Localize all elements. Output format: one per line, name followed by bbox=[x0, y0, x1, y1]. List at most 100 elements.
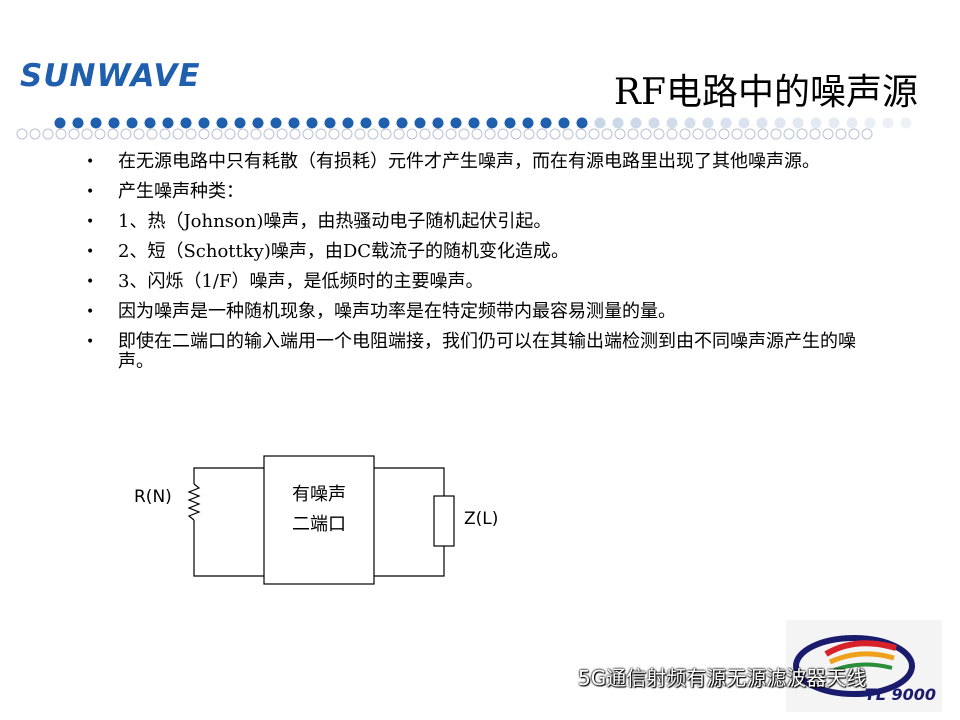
decorative-dot bbox=[702, 117, 714, 129]
bullet-list: •在无源电路中只有耗散（有损耗）元件才产生噪声，而在有源电路里出现了其他噪声源。… bbox=[80, 152, 880, 382]
decorative-circle bbox=[692, 128, 704, 140]
decorative-circle bbox=[666, 128, 678, 140]
decorative-circle bbox=[237, 128, 249, 140]
decorative-dot bbox=[324, 117, 336, 129]
bullet-text: 因为噪声是一种随机现象，噪声功率是在特定频带内最容易测量的量。 bbox=[118, 301, 676, 322]
decorative-circle bbox=[614, 128, 626, 140]
source-label: R(N) bbox=[134, 487, 172, 507]
decorative-dot bbox=[738, 117, 750, 129]
decorative-dot bbox=[720, 117, 732, 129]
decorative-circle bbox=[718, 128, 730, 140]
decorative-dot bbox=[648, 117, 660, 129]
decorative-circle bbox=[81, 128, 93, 140]
decorative-circle bbox=[198, 128, 210, 140]
decorative-dot bbox=[162, 117, 174, 129]
decorative-dot bbox=[144, 117, 156, 129]
decorative-circle bbox=[744, 128, 756, 140]
decorative-circle bbox=[146, 128, 158, 140]
decorative-dot bbox=[252, 117, 264, 129]
decorative-circle bbox=[562, 128, 574, 140]
decorative-circle bbox=[653, 128, 665, 140]
decorative-dot bbox=[234, 117, 246, 129]
decorative-circle bbox=[588, 128, 600, 140]
decorative-circle bbox=[679, 128, 691, 140]
decorative-circle bbox=[16, 128, 28, 140]
slide-title: RF电路中的噪声源 bbox=[613, 72, 918, 113]
bullet-marker: • bbox=[86, 334, 95, 350]
bullet-text: 2、短（Schottky)噪声，由DC载流子的随机变化造成。 bbox=[118, 241, 570, 262]
decorative-circle bbox=[367, 128, 379, 140]
logo-text: SUNWAVE bbox=[20, 58, 201, 94]
box-label-line1: 有噪声 bbox=[292, 484, 346, 505]
decorative-circle bbox=[796, 128, 808, 140]
bullet-text: 产生噪声种类： bbox=[118, 181, 244, 202]
sunwave-logo: SUNWAVE bbox=[20, 56, 220, 96]
bullet-item: •2、短（Schottky)噪声，由DC载流子的随机变化造成。 bbox=[80, 242, 880, 262]
decorative-circle bbox=[328, 128, 340, 140]
decorative-dot bbox=[378, 117, 390, 129]
decorative-dot bbox=[486, 117, 498, 129]
decorative-circle bbox=[640, 128, 652, 140]
bullet-marker: • bbox=[86, 184, 95, 200]
decorative-dot-row-top bbox=[0, 116, 960, 132]
decorative-circle bbox=[549, 128, 561, 140]
decorative-circle bbox=[835, 128, 847, 140]
decorative-circle bbox=[42, 128, 54, 140]
decorative-dot bbox=[810, 117, 822, 129]
decorative-dot bbox=[432, 117, 444, 129]
decorative-circle bbox=[289, 128, 301, 140]
decorative-circle bbox=[458, 128, 470, 140]
decorative-circle bbox=[68, 128, 80, 140]
decorative-dot bbox=[900, 117, 912, 129]
decorative-circle bbox=[484, 128, 496, 140]
load-label: Z(L) bbox=[464, 509, 498, 529]
decorative-dot bbox=[792, 117, 804, 129]
decorative-circle bbox=[757, 128, 769, 140]
decorative-circle bbox=[354, 128, 366, 140]
decorative-circle bbox=[510, 128, 522, 140]
decorative-circle bbox=[263, 128, 275, 140]
bullet-marker: • bbox=[86, 154, 95, 170]
decorative-circle bbox=[809, 128, 821, 140]
bullet-marker: • bbox=[86, 214, 95, 230]
bullet-item: • 1、热（Johnson)噪声，由热骚动电子随机起伏引起。 bbox=[80, 212, 880, 232]
decorative-dot bbox=[774, 117, 786, 129]
bullet-item: •即使在二端口的输入端用一个电阻端接，我们仍可以在其输出端检测到由不同噪声源产生… bbox=[80, 332, 880, 372]
decorative-circle bbox=[731, 128, 743, 140]
bullet-text: 1、热（Johnson)噪声，由热骚动电子随机起伏引起。 bbox=[118, 211, 552, 232]
two-port-box bbox=[263, 455, 375, 585]
decorative-dot bbox=[540, 117, 552, 129]
decorative-dot bbox=[828, 117, 840, 129]
decorative-circle bbox=[250, 128, 262, 140]
decorative-circle bbox=[783, 128, 795, 140]
decorative-dot bbox=[504, 117, 516, 129]
decorative-circle-row bbox=[0, 127, 960, 143]
decorative-dot bbox=[288, 117, 300, 129]
decorative-dot bbox=[882, 117, 894, 129]
decorative-dot bbox=[450, 117, 462, 129]
decorative-circle bbox=[770, 128, 782, 140]
watermark-text: 5G通信射频有源无源滤波器天线 bbox=[578, 666, 867, 690]
decorative-dot bbox=[630, 117, 642, 129]
tl9000-logo: TL 9000 bbox=[786, 620, 942, 712]
decorative-circle bbox=[445, 128, 457, 140]
decorative-circle bbox=[341, 128, 353, 140]
decorative-circle bbox=[211, 128, 223, 140]
bullet-item: •在无源电路中只有耗散（有损耗）元件才产生噪声，而在有源电路里出现了其他噪声源。 bbox=[80, 152, 880, 172]
decorative-circle bbox=[575, 128, 587, 140]
wechat-icon bbox=[548, 666, 574, 693]
decorative-dot bbox=[864, 117, 876, 129]
decorative-dot bbox=[396, 117, 408, 129]
decorative-circle bbox=[471, 128, 483, 140]
decorative-dot bbox=[270, 117, 282, 129]
resistor-symbol bbox=[187, 483, 201, 521]
decorative-circle bbox=[107, 128, 119, 140]
decorative-dot bbox=[180, 117, 192, 129]
decorative-dot bbox=[72, 117, 84, 129]
decorative-dot bbox=[108, 117, 120, 129]
decorative-circle bbox=[497, 128, 509, 140]
decorative-circle bbox=[29, 128, 41, 140]
decorative-dot bbox=[126, 117, 138, 129]
decorative-dot bbox=[522, 117, 534, 129]
